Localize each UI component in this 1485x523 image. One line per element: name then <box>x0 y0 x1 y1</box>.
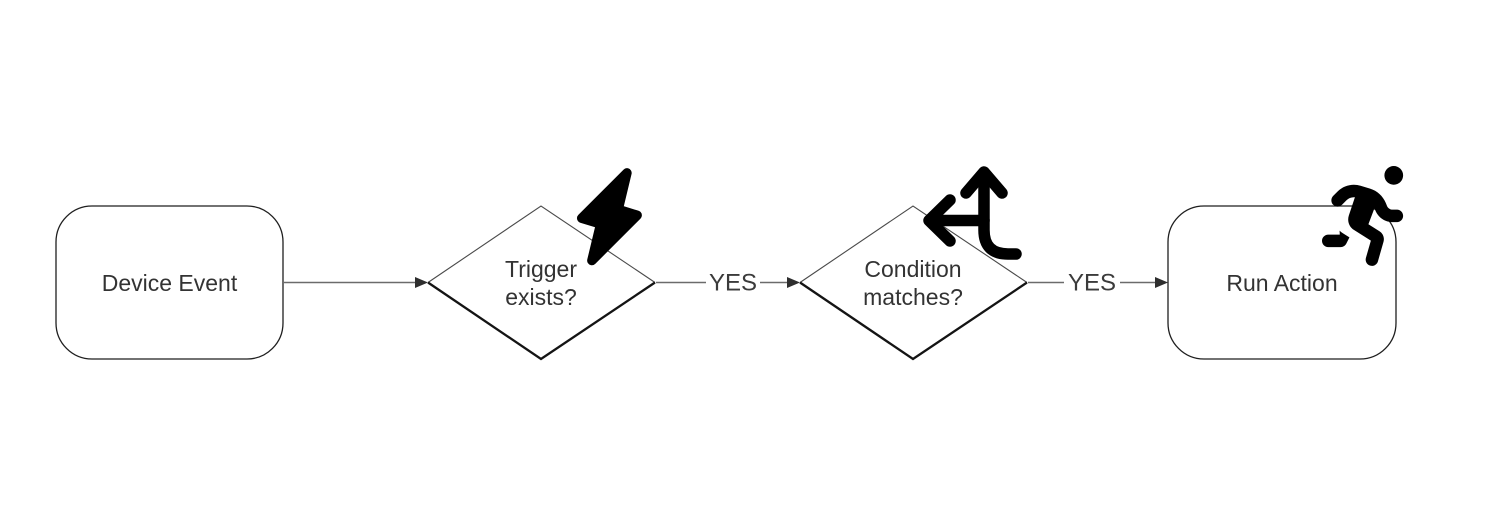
connector-trigger-to-condition: YES <box>656 270 800 297</box>
trigger-label-line1: Trigger <box>505 256 577 282</box>
connector-event-to-trigger <box>284 277 428 288</box>
split-arrows-up-left-icon <box>923 166 1022 260</box>
condition-diamond-bottom-edge <box>799 281 1028 361</box>
arrowhead-icon <box>1155 277 1168 288</box>
node-run-action: Run Action <box>1167 166 1404 360</box>
condition-diamond-shape <box>800 206 1027 359</box>
condition-label-line1: Condition <box>864 256 961 282</box>
run-action-label: Run Action <box>1226 270 1337 296</box>
condition-diamond-top-edge <box>799 205 1028 283</box>
node-condition-matches: Condition matches? <box>799 166 1028 361</box>
lightning-bolt-icon <box>576 168 642 266</box>
condition-label-line2: matches? <box>863 284 963 310</box>
device-event-shape <box>55 205 284 360</box>
trigger-label-line2: exists? <box>505 284 577 310</box>
edge-label-yes-1: YES <box>709 270 757 297</box>
arrowhead-icon <box>415 277 428 288</box>
device-event-label: Device Event <box>102 270 238 296</box>
running-person-icon <box>1322 166 1404 266</box>
node-device-event: Device Event <box>55 205 284 360</box>
connector-condition-to-action: YES <box>1028 270 1168 297</box>
trigger-diamond-top-edge <box>427 205 656 283</box>
arrowhead-icon <box>787 277 800 288</box>
node-trigger-exists: Trigger exists? <box>427 168 656 361</box>
edge-label-yes-2: YES <box>1068 270 1116 297</box>
trigger-diamond-bottom-edge <box>427 281 656 361</box>
